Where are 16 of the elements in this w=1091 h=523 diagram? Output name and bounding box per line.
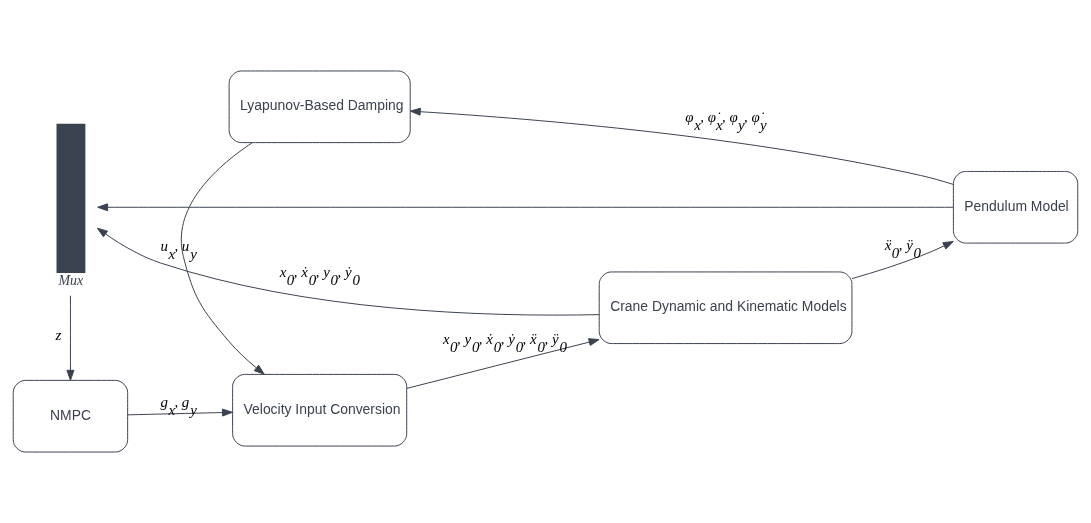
arrow xyxy=(406,338,600,389)
node-box: Lyapunov-Based Damping xyxy=(228,70,411,144)
arrow xyxy=(127,408,233,417)
arrow xyxy=(97,203,954,212)
arrow xyxy=(851,241,954,280)
edge-label: z xyxy=(55,327,62,344)
node-box: Velocity Input Conversion xyxy=(232,373,408,447)
arrow xyxy=(66,295,75,381)
node-box: Crane Dynamic and Kinematic Models xyxy=(598,271,853,345)
node-label: Mux xyxy=(58,273,84,289)
arrow xyxy=(409,107,954,185)
node-box: NMPC xyxy=(12,379,129,453)
arrow xyxy=(96,227,600,316)
node-box xyxy=(56,123,86,273)
node-box: Pendulum Model xyxy=(952,170,1079,244)
arrow xyxy=(180,142,265,375)
